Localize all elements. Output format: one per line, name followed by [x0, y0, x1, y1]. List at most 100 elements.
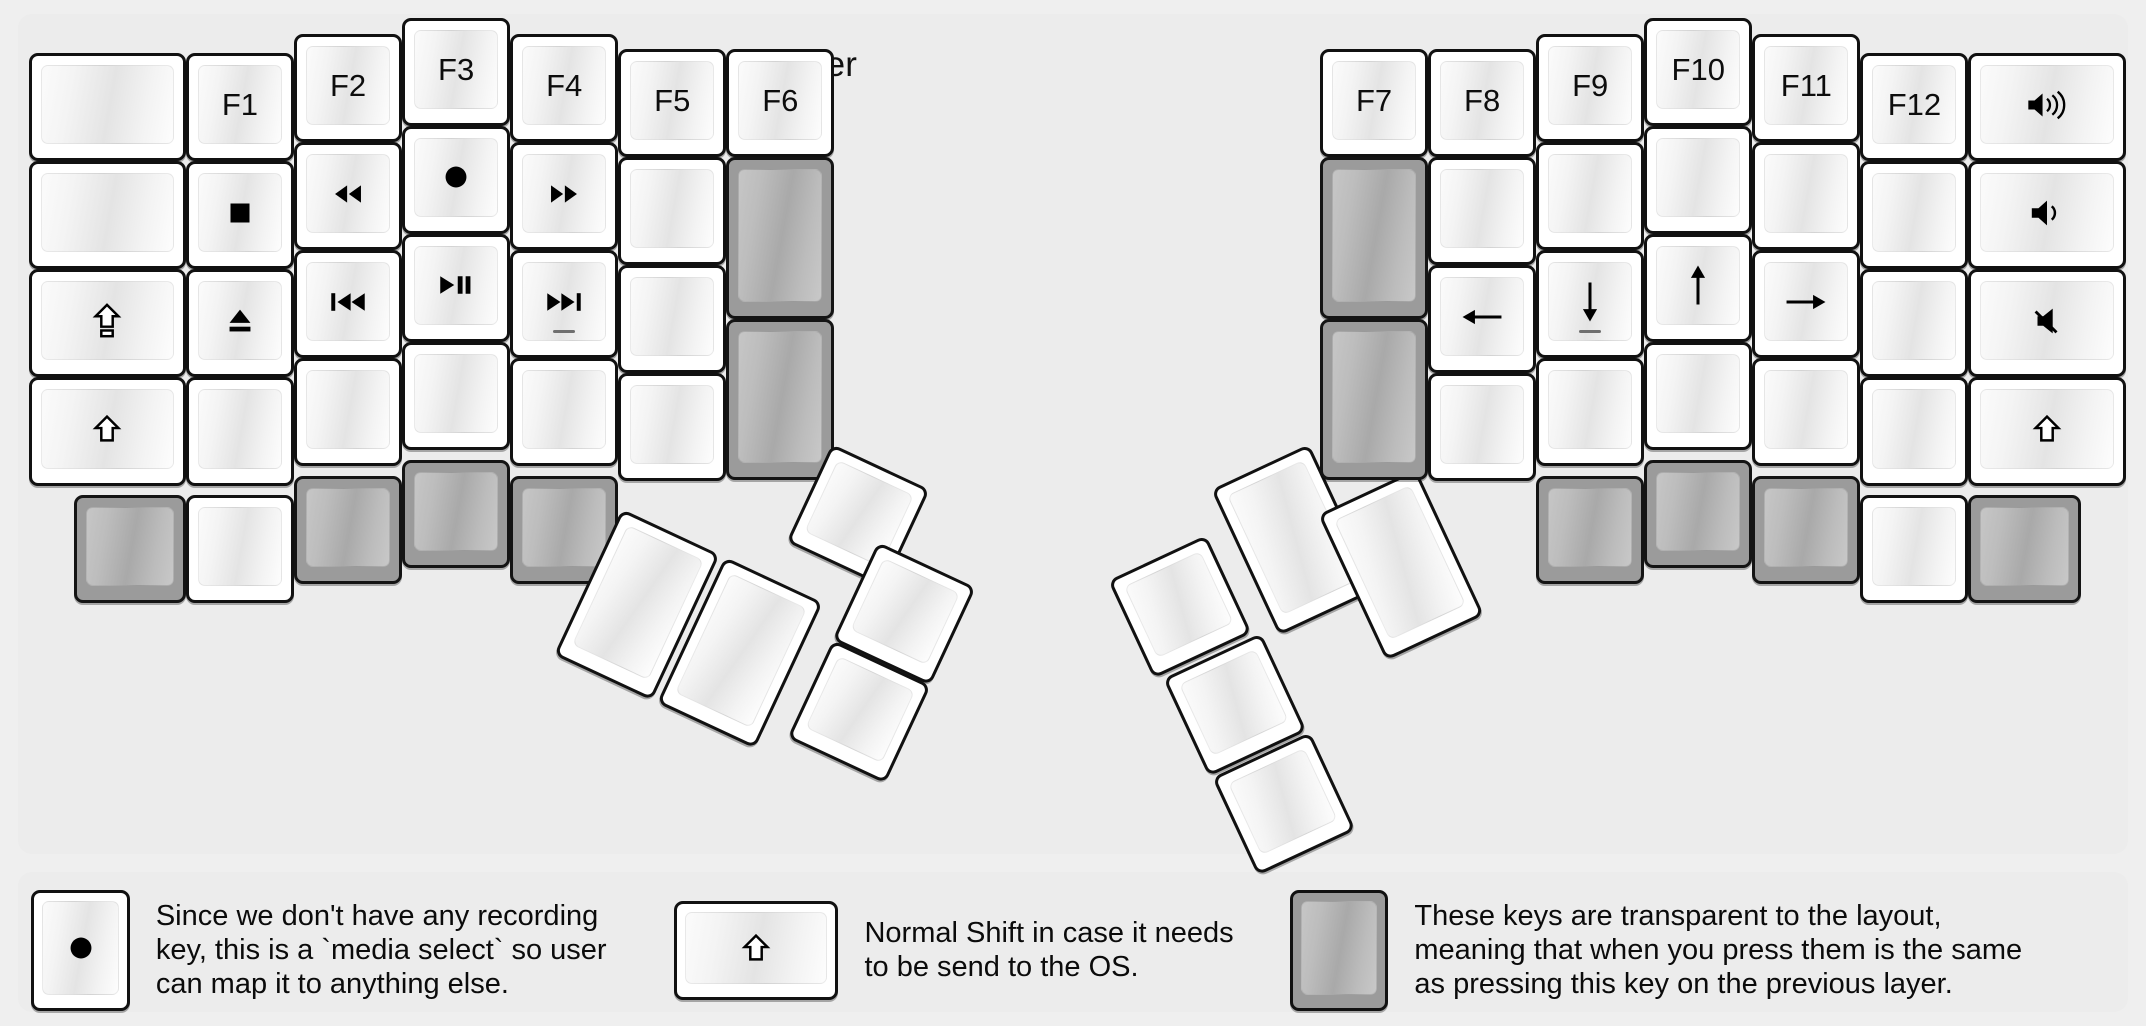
keycap-surface [522, 487, 607, 568]
keycap-l-c6-r4[interactable] [618, 373, 727, 482]
keycap-l-c3-r5[interactable] [294, 475, 403, 585]
keycap-surface [414, 245, 499, 325]
keycap-surface [1440, 169, 1525, 249]
keycap-r-c5-r3[interactable] [1752, 250, 1861, 359]
keycap-surface [850, 557, 961, 665]
keycap-r-c6-r2[interactable] [1860, 161, 1969, 270]
keycap-l-c7-r1[interactable]: F6 [726, 49, 835, 158]
keycap-surface [85, 507, 174, 587]
keycap-label: F5 [654, 83, 691, 119]
keycap-r-c6-r4[interactable] [1860, 377, 1969, 486]
keycap-surface [1980, 281, 2114, 361]
keycap-l-c3-r1[interactable]: F2 [294, 34, 403, 143]
keycap-r-c7-r2[interactable] [1968, 161, 2126, 270]
keycap-r-c4-r2[interactable] [1644, 125, 1753, 234]
keycap-l-c1-r5[interactable] [73, 495, 186, 604]
keycap-r-c5-r2[interactable] [1752, 142, 1861, 251]
keycap-r-c3-r4[interactable] [1536, 358, 1645, 467]
keycap-surface [40, 173, 174, 253]
keycap-r-c4-r3[interactable] [1644, 233, 1753, 342]
keycap-l-c2-r2[interactable] [185, 161, 294, 270]
keycap-l-c1-r3[interactable] [28, 269, 186, 378]
keycap-l-c1-r2[interactable] [28, 161, 186, 270]
keycap-r-c6-r5[interactable] [1860, 495, 1969, 604]
keycap-l-c5-r4[interactable] [510, 358, 619, 467]
keycap-l-c7-r3[interactable] [726, 318, 835, 481]
keycap-l-c3-r4[interactable] [294, 358, 403, 467]
keycap-l-c4-r4[interactable] [402, 341, 511, 450]
keycap-r-c1-r1[interactable]: F7 [1320, 49, 1429, 158]
keycap-r-c7-r3[interactable] [1968, 269, 2126, 378]
keycap-surface [1332, 169, 1417, 302]
keycap-l-c2-r3[interactable] [185, 269, 294, 378]
keycap-surface [197, 389, 282, 469]
keycap-l-c6-r3[interactable] [618, 265, 727, 374]
keycap-label: F4 [546, 68, 583, 104]
keycap-r-c1-r3[interactable] [1320, 318, 1429, 481]
keycap-r-c7-r4[interactable] [1968, 377, 2126, 486]
keycap-r-c5-r5[interactable] [1752, 475, 1861, 585]
keycap-r-c5-r1[interactable]: F11 [1752, 34, 1861, 143]
keycap-surface [630, 277, 715, 357]
eject-icon [221, 302, 259, 340]
next-track-icon [542, 283, 586, 321]
keycap-l-c5-r2[interactable] [510, 142, 619, 251]
keycap-l-c6-r2[interactable] [618, 157, 727, 266]
keycap-r-c4-r5[interactable] [1644, 459, 1753, 568]
arrow-left-icon [1459, 298, 1505, 336]
keycap-surface [1332, 330, 1417, 464]
keycap-l-c3-r2[interactable] [294, 142, 403, 251]
keycap-l-c3-r3[interactable] [294, 250, 403, 359]
keycap-l-c1-r4[interactable] [28, 377, 186, 486]
keycap-l-c4-r1[interactable]: F3 [402, 17, 511, 126]
keycap-r-c1-r2[interactable] [1320, 157, 1429, 319]
keycap-l-c4-r3[interactable] [402, 233, 511, 342]
keycap-r-c6-r1[interactable]: F12 [1860, 53, 1969, 162]
keycap-surface [1440, 385, 1525, 465]
keycap-surface [1980, 65, 2114, 145]
fast-forward-icon [545, 175, 583, 213]
keycap-label: F11 [1780, 68, 1832, 104]
keycap-l-c2-r5[interactable] [185, 495, 294, 604]
keycap-r-c3-r5[interactable] [1536, 475, 1645, 585]
keycap-surface [1548, 487, 1633, 568]
keycap-r-c3-r1[interactable]: F9 [1536, 34, 1645, 143]
keycap-l-c2-r1[interactable]: F1 [185, 53, 294, 162]
keycap-l-c2-r4[interactable] [185, 377, 294, 486]
keycap-r-c4-r4[interactable] [1644, 341, 1753, 450]
keycap-surface [1228, 747, 1339, 855]
keycap-surface [1656, 245, 1741, 325]
keycap-r-c2-r1[interactable]: F8 [1428, 49, 1537, 158]
keycap-l-c4-r5[interactable] [402, 459, 511, 568]
keycap-l-c6-r1[interactable]: F5 [618, 49, 727, 158]
keycap-r-c3-r2[interactable] [1536, 142, 1645, 251]
keycap-r-c2-r2[interactable] [1428, 157, 1537, 266]
shift-arrow-icon [737, 929, 775, 967]
keycap-label: F6 [762, 83, 799, 119]
keycap-r-c2-r4[interactable] [1428, 373, 1537, 482]
keycap-r-c2-r3[interactable] [1428, 265, 1537, 374]
legend-sample-key-2 [674, 901, 839, 1000]
keycap-l-c7-r2[interactable] [726, 157, 835, 319]
keycap-surface: F4 [522, 46, 607, 126]
keycap-r-c7-r1[interactable] [1968, 53, 2126, 162]
keycap-l-c1-r1[interactable] [28, 53, 186, 162]
keycap-surface [1764, 154, 1849, 234]
legend-item-3: These keys are transparent to the layout… [1289, 890, 2022, 1011]
keycap-r-c4-r1[interactable]: F10 [1644, 17, 1753, 126]
keycap-surface [1179, 649, 1289, 757]
keycap-l-c5-r1[interactable]: F4 [510, 34, 619, 143]
keycap-r-c6-r3[interactable] [1860, 269, 1969, 378]
keycap-l-c5-r3[interactable] [510, 250, 619, 359]
record-icon [62, 929, 100, 967]
record-icon [437, 158, 475, 196]
keycap-label: F9 [1572, 68, 1609, 104]
volume-down-icon [2026, 194, 2068, 232]
keycap-surface: F3 [414, 29, 499, 109]
keycap-l-c4-r2[interactable] [402, 125, 511, 234]
keycap-r-c5-r4[interactable] [1752, 358, 1861, 467]
keycap-surface [1764, 370, 1849, 450]
keycap-r-c7-r5[interactable] [1968, 495, 2081, 604]
keycap-surface [306, 154, 391, 234]
keycap-r-c3-r3[interactable] [1536, 250, 1645, 359]
